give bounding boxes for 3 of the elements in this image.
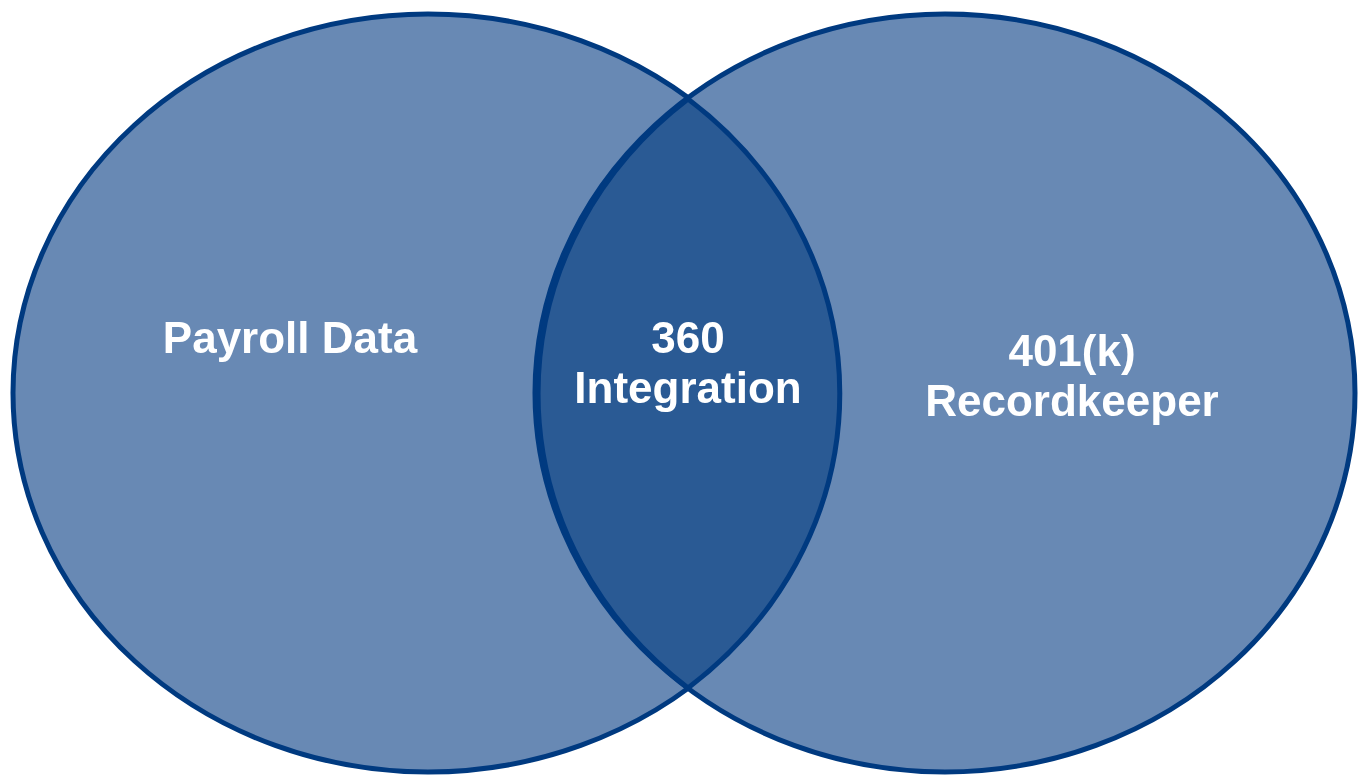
region-label: 360 Integration xyxy=(573,313,803,413)
region-label: Payroll Data xyxy=(161,313,419,363)
region-label: 401(k) Recordkeeper xyxy=(924,326,1220,426)
